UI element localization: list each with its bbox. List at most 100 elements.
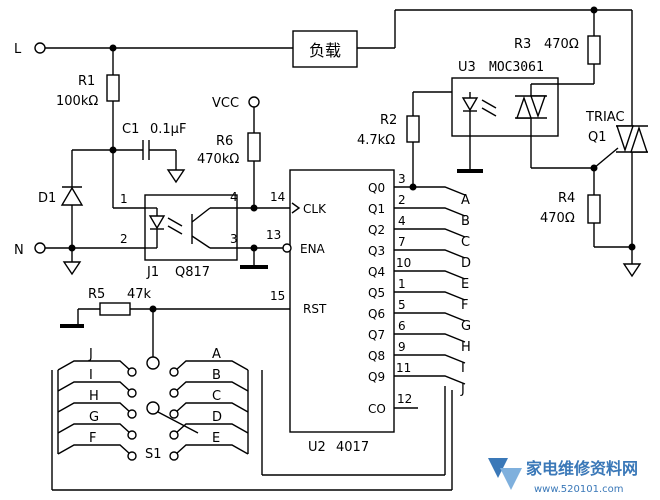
u2-output-name: Q3 bbox=[368, 244, 385, 258]
u2-output-letter: D bbox=[461, 256, 471, 271]
u2-output-pin: 3 bbox=[398, 172, 406, 186]
j1-optocoupler bbox=[144, 194, 238, 261]
line-rail bbox=[34, 6, 632, 54]
u2-output-name: Q6 bbox=[368, 307, 385, 321]
s1-position-label: F bbox=[89, 431, 96, 446]
c1-capacitor bbox=[113, 140, 186, 184]
u2-output-letter: H bbox=[461, 340, 471, 355]
u2-output-letter: B bbox=[461, 214, 470, 229]
r5-ref: R5 bbox=[88, 287, 105, 302]
u2-output-pin: 2 bbox=[398, 193, 406, 207]
j1-part: Q817 bbox=[175, 265, 210, 280]
terminal-l-label: L bbox=[14, 42, 22, 57]
r4-resistor bbox=[587, 168, 632, 248]
u2-output-pin: 5 bbox=[398, 298, 406, 312]
u2-output-letter: E bbox=[461, 277, 469, 292]
j1-pin2: 2 bbox=[120, 232, 128, 246]
s1-rotary-switch bbox=[57, 309, 249, 461]
u2-output-letter: A bbox=[461, 193, 470, 208]
s1-ref: S1 bbox=[145, 447, 162, 462]
r5-value: 47k bbox=[127, 287, 152, 302]
s1-position-label: J bbox=[88, 347, 93, 362]
u2-output-name: Q9 bbox=[368, 370, 385, 384]
r6-ref: R6 bbox=[216, 134, 233, 149]
j1-ref: J1 bbox=[146, 265, 159, 280]
u2-output-name: Q2 bbox=[368, 223, 385, 237]
j1-emitter-ground bbox=[237, 244, 284, 269]
r2-value: 4.7kΩ bbox=[357, 133, 395, 148]
u2-pin-ena-num: 13 bbox=[266, 228, 281, 242]
u2-output-letter: G bbox=[461, 319, 471, 334]
vcc-label: VCC bbox=[212, 96, 239, 111]
u2-output-letter: C bbox=[461, 235, 470, 250]
terminal-n-label: N bbox=[14, 243, 24, 258]
u2-pin-clk-name: CLK bbox=[303, 202, 327, 216]
r1-resistor bbox=[106, 48, 120, 154]
u2-output-pin: 1 bbox=[398, 277, 406, 291]
s1-position-label: B bbox=[212, 368, 221, 383]
u2-pin-clk-num: 14 bbox=[270, 190, 285, 204]
r4-ref: R4 bbox=[558, 191, 575, 206]
watermark-brand: 家电维修资料网 bbox=[526, 459, 638, 478]
load-box bbox=[292, 30, 358, 68]
u2-output-name: Q8 bbox=[368, 349, 385, 363]
r2-ref: R2 bbox=[380, 113, 397, 128]
d1-ref: D1 bbox=[38, 191, 56, 206]
s1-position-label: A bbox=[212, 347, 221, 362]
watermark-url: www.520101.com bbox=[534, 484, 624, 495]
u3-ref: U3 bbox=[458, 60, 476, 75]
d1-diode bbox=[60, 149, 113, 248]
r3-ref: R3 bbox=[514, 37, 531, 52]
r2-resistor bbox=[406, 91, 470, 187]
s1-position-label: C bbox=[212, 389, 221, 404]
u2-pin-rst-name: RST bbox=[303, 302, 327, 316]
u2-pin-ena-name: ENA bbox=[300, 242, 326, 256]
u2-output-pin: 10 bbox=[396, 256, 411, 270]
r3-resistor bbox=[587, 10, 601, 84]
s1-position-label: H bbox=[89, 389, 99, 404]
u2-output-letter: F bbox=[461, 298, 468, 313]
u2-output-pin: 11 bbox=[396, 361, 411, 375]
u2-output-pin: 7 bbox=[398, 235, 406, 249]
u2-pin-rst-num: 15 bbox=[270, 289, 285, 303]
u2-output-pin: 4 bbox=[398, 214, 406, 228]
c1-ref: C1 bbox=[122, 122, 139, 137]
j1-pin1: 1 bbox=[120, 192, 128, 206]
watermark-logo bbox=[488, 458, 522, 490]
u2-ref: U2 bbox=[308, 440, 326, 455]
s1-position-label: D bbox=[212, 410, 222, 425]
j1-pin4: 4 bbox=[230, 190, 238, 204]
r5-resistor bbox=[60, 302, 290, 328]
u3-optotriac bbox=[451, 77, 594, 173]
u2-output-name: Q1 bbox=[368, 202, 385, 216]
u2-output-letter: J bbox=[460, 382, 465, 397]
triac-ref: Q1 bbox=[588, 130, 607, 145]
u2-part: 4017 bbox=[336, 440, 369, 455]
j1-pin3: 3 bbox=[230, 232, 238, 246]
r6-resistor bbox=[247, 96, 261, 212]
triac-q1 bbox=[590, 10, 648, 278]
u2-output-name: Q5 bbox=[368, 286, 385, 300]
s1-position-label: G bbox=[89, 410, 99, 425]
r4-value: 470Ω bbox=[540, 211, 575, 226]
u2-carry-pin: 12 bbox=[397, 392, 412, 406]
u2-carry-name: CO bbox=[368, 402, 386, 416]
r3-value: 470Ω bbox=[544, 37, 579, 52]
u2-output-name: Q0 bbox=[368, 181, 385, 195]
u3-part: MOC3061 bbox=[489, 60, 544, 75]
r1-value: 100kΩ bbox=[56, 94, 98, 109]
u2-output-pin: 6 bbox=[398, 319, 406, 333]
neutral-rail bbox=[34, 242, 145, 276]
s1-position-label: I bbox=[89, 368, 93, 383]
load-label: 负载 bbox=[309, 41, 341, 60]
s1-position-label: E bbox=[212, 431, 220, 446]
triac-type: TRIAC bbox=[585, 110, 625, 125]
c1-value: 0.1μF bbox=[150, 122, 186, 137]
r6-value: 470kΩ bbox=[197, 152, 239, 167]
u2-output-name: Q4 bbox=[368, 265, 385, 279]
u2-ic-body bbox=[289, 169, 395, 433]
r1-ref: R1 bbox=[78, 74, 95, 89]
u2-output-letter: I bbox=[461, 361, 465, 376]
u2-output-pin: 9 bbox=[398, 340, 406, 354]
